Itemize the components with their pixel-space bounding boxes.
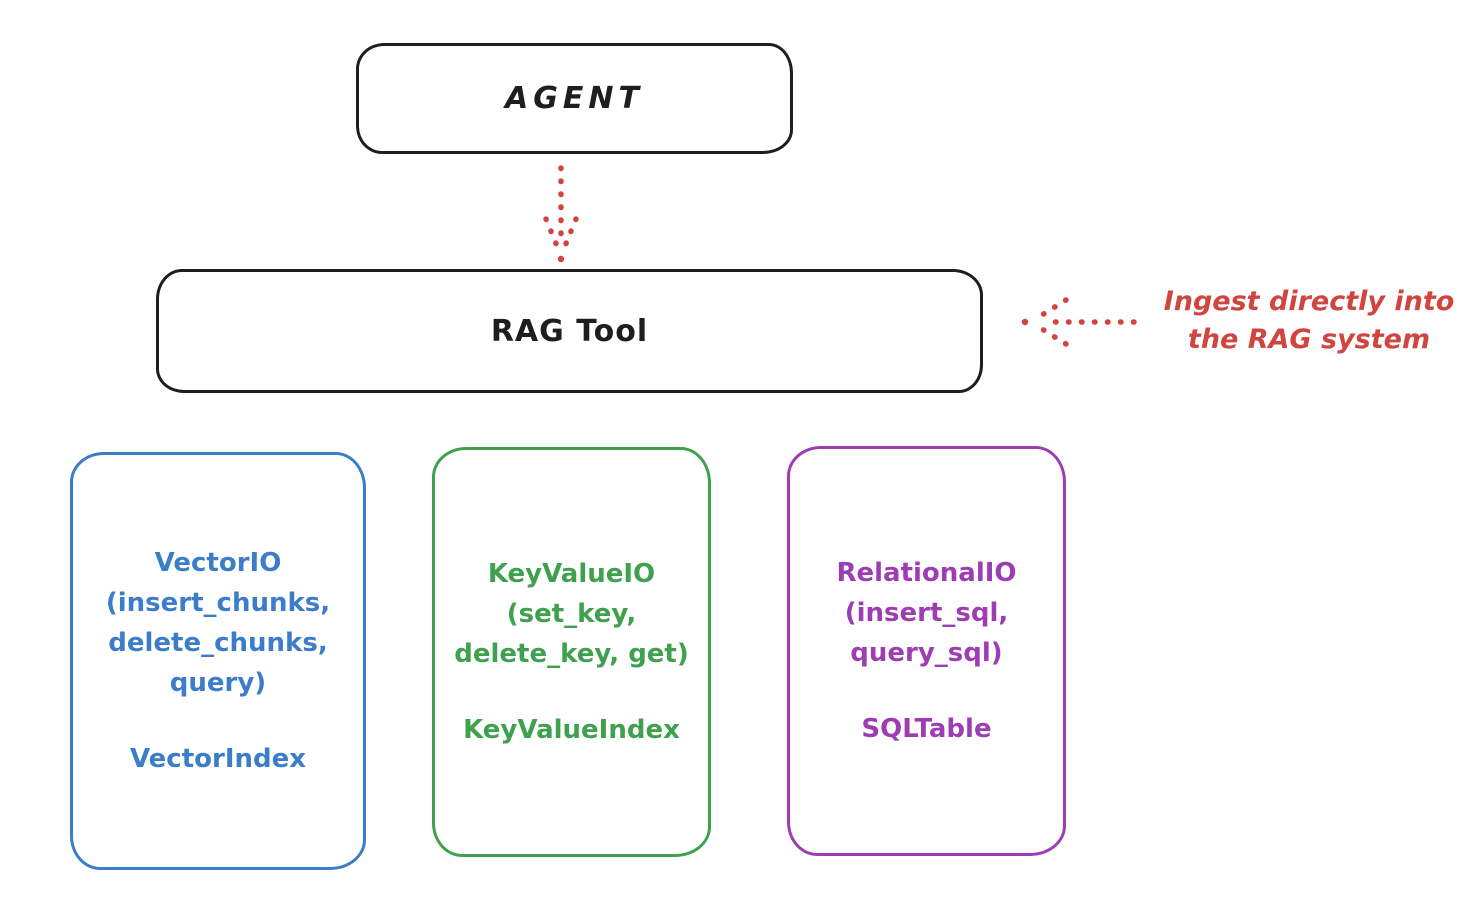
keyvalue-io-node: KeyValueIO (set_key, delete_key, get) Ke… [432,447,711,857]
keyvalue-io-method-line1: (set_key, [506,599,637,629]
agent-to-rag-arrow [543,165,579,263]
rag-tool-node: RAG Tool [156,269,983,393]
keyvalue-io-method-line2: delete_key, get) [454,639,689,669]
agent-node: AGENT [356,43,793,154]
relational-io-method-line1: (insert_sql, [844,598,1009,628]
relational-io-method-line2: query_sql) [850,638,1003,668]
keyvalue-io-index-label: KeyValueIndex [463,715,680,745]
annotation-to-rag-arrowhead-bottom [1031,321,1069,347]
vector-io-title: VectorIO [154,548,282,578]
relational-io-title: RelationalIO [836,558,1017,588]
ingest-annotation-line2: the RAG system [1187,324,1431,355]
ingest-annotation: Ingest directly into the RAG system [1138,283,1480,359]
vector-io-method-line2: delete_chunks, [108,628,328,658]
rag-tool-node-label: RAG Tool [490,313,649,349]
relational-io-index-label: SQLTable [861,714,992,744]
keyvalue-io-title: KeyValueIO [487,559,656,589]
annotation-to-rag-arrow-tip [1021,318,1029,326]
vector-io-node: VectorIO (insert_chunks, delete_chunks, … [70,452,366,870]
vector-io-index-label: VectorIndex [129,744,307,774]
agent-to-rag-arrow-tip [557,255,565,263]
relational-io-node: RelationalIO (insert_sql, query_sql) SQL… [787,446,1066,856]
agent-to-rag-arrowhead-right [560,216,579,254]
vector-io-method-line1: (insert_chunks, [105,588,331,618]
agent-node-label: AGENT [505,81,644,116]
vector-io-method-line3: query) [169,668,267,698]
ingest-annotation-line1: Ingest directly into [1163,286,1455,317]
agent-to-rag-arrowhead-left [543,216,562,254]
annotation-to-rag-arrow [1021,297,1137,347]
annotation-to-rag-arrowhead-top [1031,297,1069,323]
